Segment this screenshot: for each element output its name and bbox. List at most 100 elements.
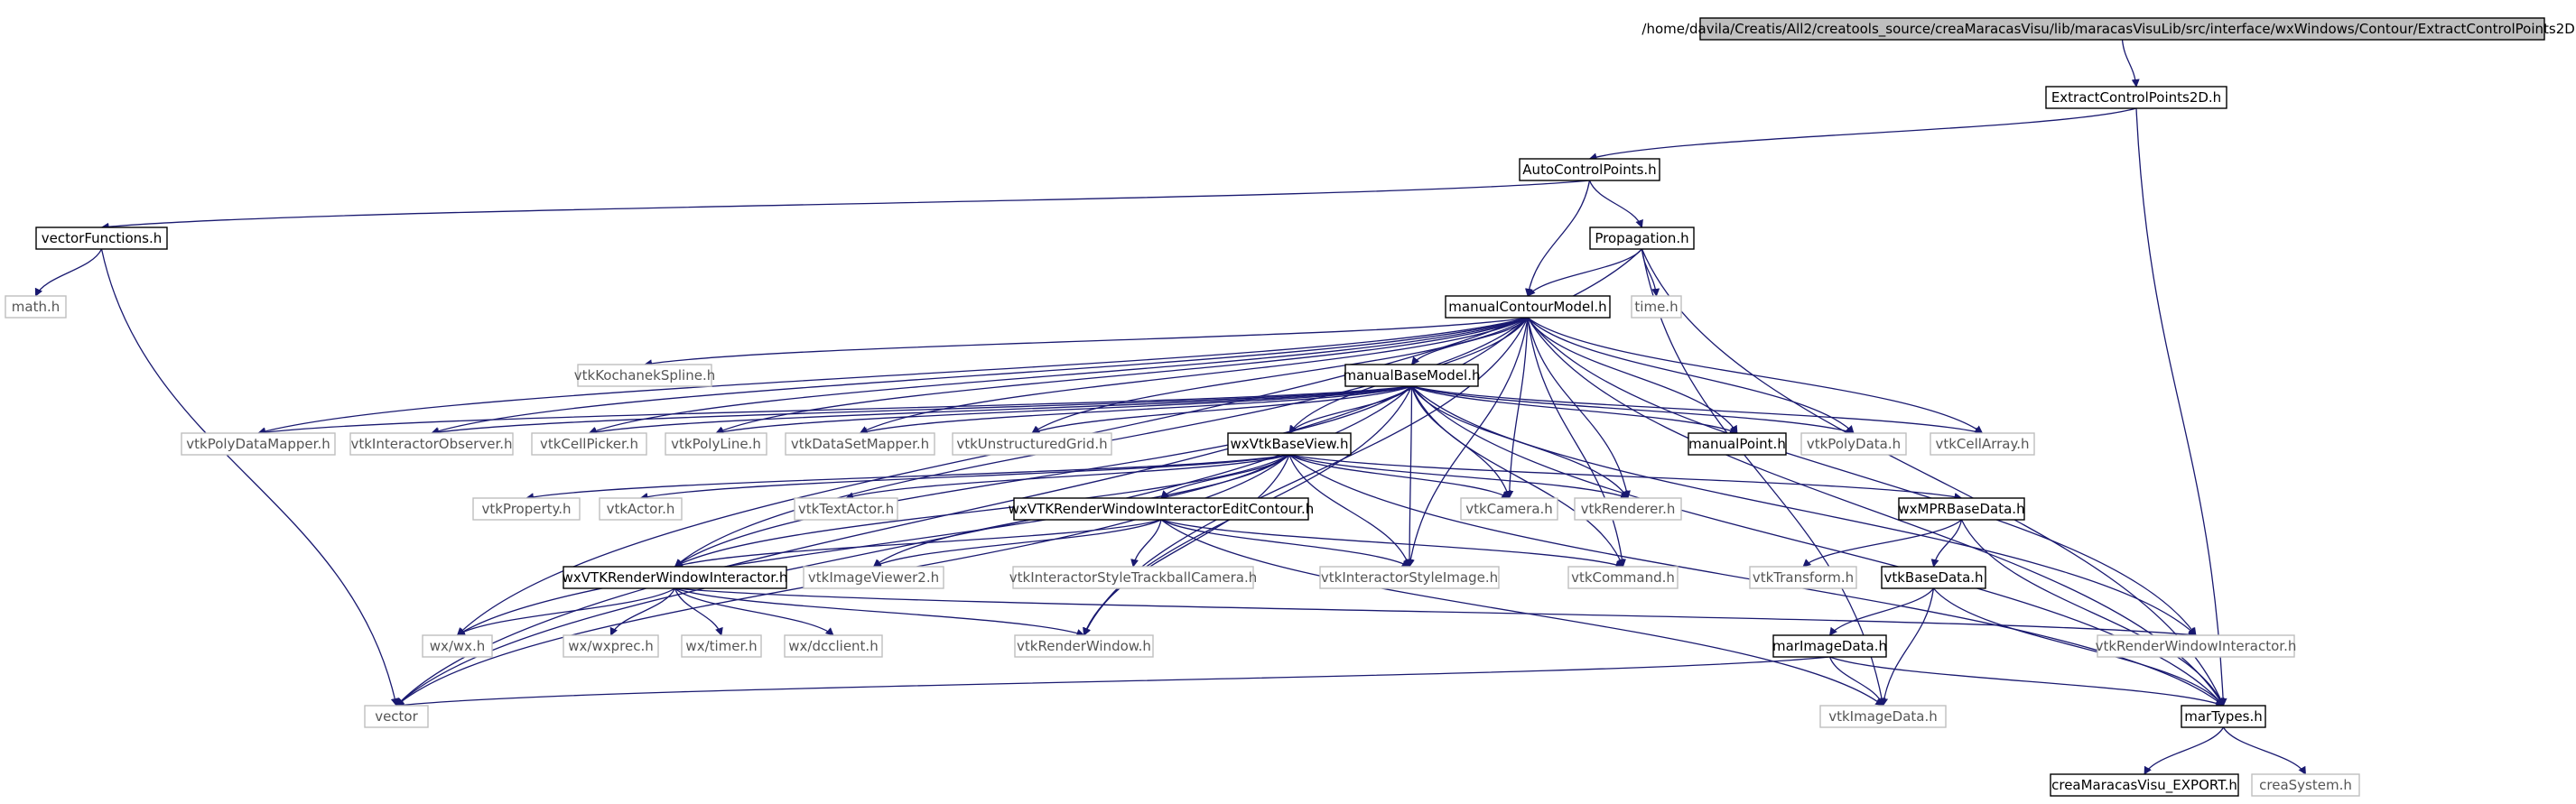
edge-wxmpr-to-basedata xyxy=(1930,519,1963,568)
node-marimg-label: marImageData.h xyxy=(1772,638,1887,654)
node-marimg[interactable]: marImageData.h xyxy=(1772,634,1887,658)
node-property-box xyxy=(472,497,581,521)
edge-wxrwi-to-wxwx xyxy=(456,587,675,636)
node-polyline-label: vtkPolyLine.h xyxy=(671,436,761,452)
node-ecp2d[interactable]: ExtractControlPoints2D.h xyxy=(2045,86,2227,109)
edge-prop-to-martypes xyxy=(1641,248,2225,707)
node-time-label: time.h xyxy=(1634,299,1678,315)
node-imgviewer2: vtkImageViewer2.h xyxy=(803,566,944,589)
node-basedata-label: vtkBaseData.h xyxy=(1883,569,1983,586)
node-imgdata-label: vtkImageData.h xyxy=(1828,708,1938,725)
node-rwi: vtkRenderWindowInteractor.h xyxy=(2096,634,2296,658)
node-basedata[interactable]: vtkBaseData.h xyxy=(1881,566,1986,589)
edge-wxvbv-to-renwin xyxy=(1083,454,1290,636)
node-mbm[interactable]: manualBaseModel.h xyxy=(1343,364,1481,387)
node-martypes-box xyxy=(2181,705,2266,728)
node-root[interactable]: /home/davila/Creatis/All2/creatools_sour… xyxy=(1641,17,2576,41)
node-actor-label: vtkActor.h xyxy=(607,501,675,517)
node-pdmapper-box xyxy=(181,432,336,456)
node-actor: vtkActor.h xyxy=(599,497,683,521)
node-creasys: creaSystem.h xyxy=(2251,773,2360,797)
node-wxwx: wx/wx.h xyxy=(422,634,493,658)
node-time-box xyxy=(1631,295,1682,319)
node-wxrwiec-box xyxy=(1013,497,1309,521)
edge-mcm-to-istyleimg xyxy=(1406,317,1529,568)
node-istyleimg-box xyxy=(1319,566,1500,589)
node-time: time.h xyxy=(1631,295,1682,319)
edge-wxrwiec-to-command xyxy=(1160,519,1624,568)
node-martypes-label: marTypes.h xyxy=(2184,708,2263,725)
node-basedata-box xyxy=(1881,566,1986,589)
node-vecfun[interactable]: vectorFunctions.h xyxy=(35,226,168,250)
edge-wxrwi-to-renwin xyxy=(674,587,1085,637)
node-textactor-label: vtkTextActor.h xyxy=(798,501,894,517)
node-vector-label: vector xyxy=(375,708,418,725)
node-wxprec: wx/wxprec.h xyxy=(563,634,659,658)
node-wxvbv[interactable]: wxVtkBaseView.h xyxy=(1227,432,1352,456)
node-martypes[interactable]: marTypes.h xyxy=(2181,705,2266,728)
node-wxrwi-label: wxVTKRenderWindowInteractor.h xyxy=(563,569,788,586)
node-ugrid-box xyxy=(952,432,1112,456)
node-kspline-label: vtkKochanekSpline.h xyxy=(574,367,715,384)
node-dsmapper: vtkDataSetMapper.h xyxy=(785,432,935,456)
node-wxvbv-label: wxVtkBaseView.h xyxy=(1231,436,1349,452)
node-export[interactable]: creaMaracasVisu_EXPORT.h xyxy=(2050,773,2239,797)
node-root-box xyxy=(1699,17,2545,41)
node-dsmapper-label: vtkDataSetMapper.h xyxy=(791,436,929,452)
node-textactor-box xyxy=(794,497,898,521)
node-cellarray: vtkCellArray.h xyxy=(1930,432,2035,456)
node-wxrwi-box xyxy=(563,566,787,589)
edge-wxrwiec-to-istyleimg xyxy=(1160,519,1410,568)
node-command-label: vtkCommand.h xyxy=(1571,569,1675,586)
node-pdmapper-label: vtkPolyDataMapper.h xyxy=(186,436,330,452)
edge-mcm-to-kspline xyxy=(644,317,1529,368)
edge-martypes-to-creasys xyxy=(2222,726,2307,775)
node-kspline-box xyxy=(577,364,712,387)
node-renwin: vtkRenderWindow.h xyxy=(1014,634,1154,658)
node-acp[interactable]: AutoControlPoints.h xyxy=(1519,158,1660,181)
edge-mbm-to-istyleimg xyxy=(1405,385,1414,568)
edge-mbm-to-polydata xyxy=(1411,385,1855,435)
edge-basedata-to-marimg xyxy=(1828,587,1935,636)
node-polydata-label: vtkPolyData.h xyxy=(1807,436,1901,452)
node-istyleimg-label: vtkInteractorStyleImage.h xyxy=(1321,569,1498,586)
node-mpoint[interactable]: manualPoint.h xyxy=(1688,432,1787,456)
edge-mbm-to-cellarray xyxy=(1411,385,1984,436)
node-wxtimer-box xyxy=(681,634,762,658)
node-acp-label: AutoControlPoints.h xyxy=(1522,162,1656,178)
node-mcm[interactable]: manualContourModel.h xyxy=(1445,295,1611,319)
node-istbcam: vtkInteractorStyleTrackballCamera.h xyxy=(1009,566,1257,589)
edge-mcm-to-iobserver xyxy=(431,317,1529,435)
node-wxprec-box xyxy=(563,634,659,658)
edge-wxvbv-to-wxwx xyxy=(456,454,1290,636)
node-wxrwi[interactable]: wxVTKRenderWindowInteractor.h xyxy=(563,566,788,589)
node-command: vtkCommand.h xyxy=(1567,566,1679,589)
edge-wxvbv-to-textactor xyxy=(845,454,1290,501)
edge-mbm-to-command xyxy=(1410,385,1624,568)
node-creasys-label: creaSystem.h xyxy=(2259,777,2352,793)
node-cellarray-box xyxy=(1930,432,2035,456)
edge-mcm-to-cellarray xyxy=(1527,317,1984,434)
node-wxmpr-box xyxy=(1898,497,2025,521)
node-renwin-label: vtkRenderWindow.h xyxy=(1017,638,1151,654)
node-math-box xyxy=(5,295,67,319)
edge-ecp2d-to-martypes xyxy=(2135,107,2227,707)
node-prop[interactable]: Propagation.h xyxy=(1589,226,1695,250)
node-dcclient: wx/dcclient.h xyxy=(784,634,883,658)
node-rwi-box xyxy=(2097,634,2295,658)
node-wxmpr[interactable]: wxMPRBaseData.h xyxy=(1898,497,2025,521)
edge-prop-to-mcm xyxy=(1527,248,1643,297)
node-textactor: vtkTextActor.h xyxy=(794,497,898,521)
edge-wxrwi-to-wxprec xyxy=(609,587,676,636)
edge-martypes-to-export xyxy=(2144,726,2225,775)
edge-mbm-to-iobserver xyxy=(431,385,1412,437)
edge-mcm-to-rwi xyxy=(1527,317,2197,636)
node-wxrwiec[interactable]: wxVTKRenderWindowInteractorEditContour.h xyxy=(1009,497,1315,521)
node-math: math.h xyxy=(5,295,67,319)
node-renderer-label: vtkRenderer.h xyxy=(1581,501,1676,517)
edge-acp-to-mcm xyxy=(1524,180,1591,297)
node-command-box xyxy=(1567,566,1679,589)
node-wxtimer: wx/timer.h xyxy=(681,634,762,658)
edge-mbm-to-dsmapper xyxy=(859,385,1412,436)
